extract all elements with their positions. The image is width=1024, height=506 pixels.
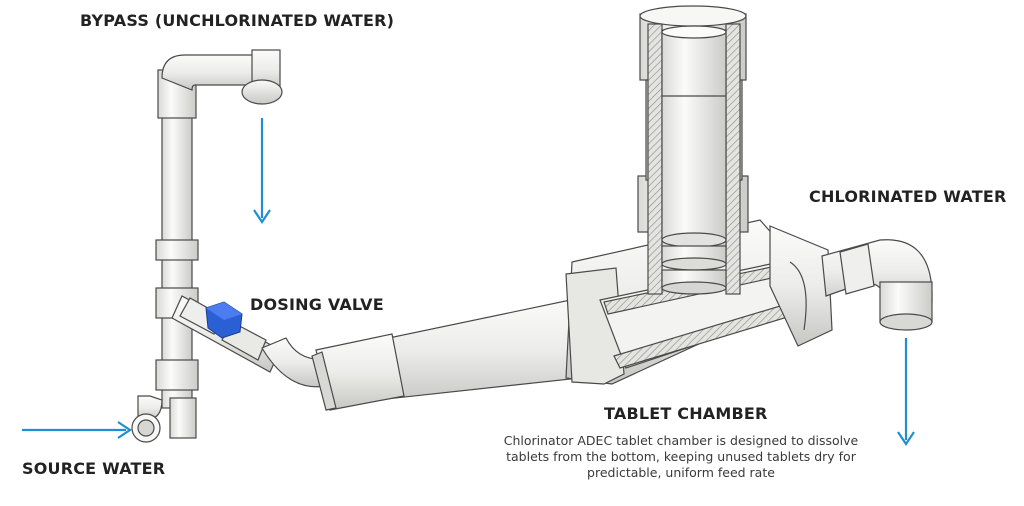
arrow-outlet-down [897,338,915,446]
description-line-2: tablets from the bottom, keeping unused … [506,449,856,464]
arrow-bypass-down [253,118,271,224]
tablet-tube [637,5,749,295]
tablet-chamber-description: Chlorinator ADEC tablet chamber is desig… [486,433,876,481]
valve-handle [205,301,243,339]
source-water-label: SOURCE WATER [22,459,166,478]
dosing-valve-label: DOSING VALVE [250,295,384,314]
outlet-elbow [821,239,933,331]
description-line-1: Chlorinator ADEC tablet chamber is desig… [503,433,859,448]
bypass-label: BYPASS (UNCHLORINATED WATER) [80,11,395,30]
tablet-chamber-body [565,219,833,385]
description-line-3: predictable, uniform feed rate [587,465,775,480]
bypass-pipe [131,49,283,443]
tablet-chamber-label: TABLET CHAMBER [604,404,768,423]
arrow-source-right [22,421,132,439]
chlorinated-water-label: CHLORINATED WATER [809,187,1007,206]
main-pipe [311,297,599,411]
